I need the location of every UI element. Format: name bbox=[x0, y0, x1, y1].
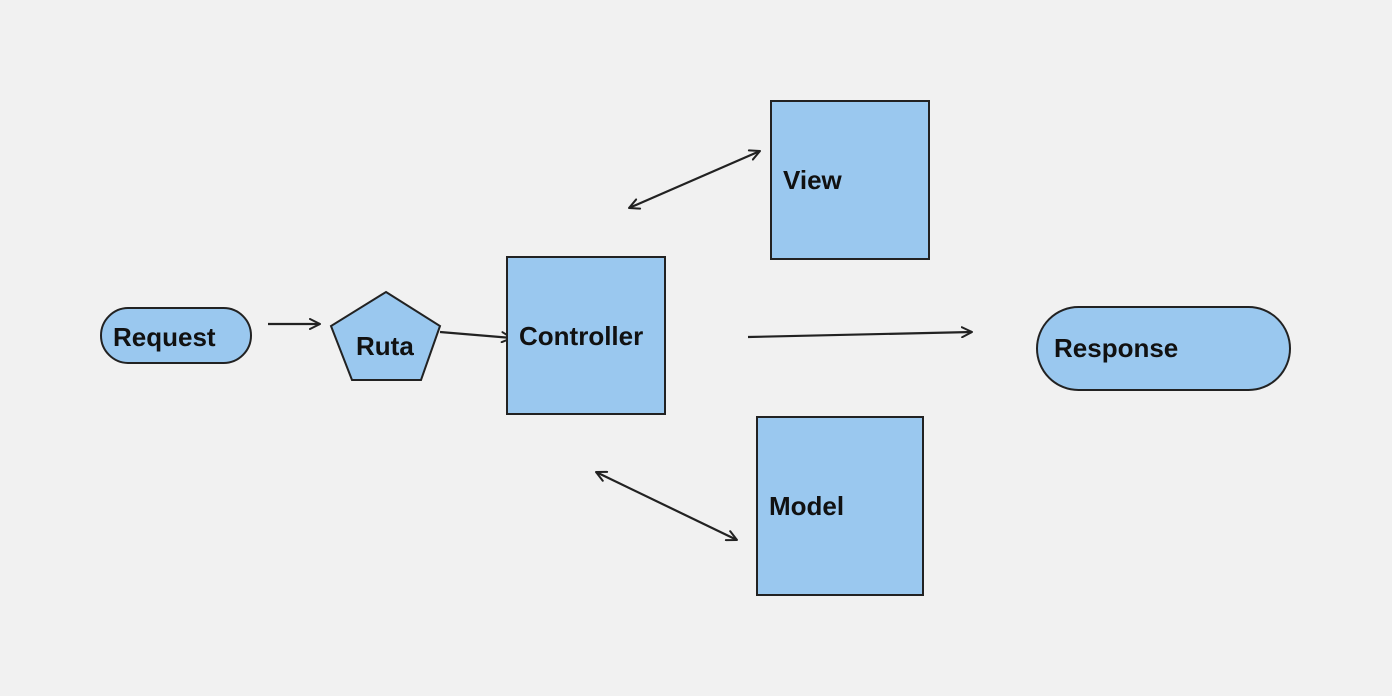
node-view[interactable]: View bbox=[770, 100, 930, 260]
node-request[interactable]: Request bbox=[100, 307, 252, 364]
node-ruta[interactable]: Ruta bbox=[329, 290, 442, 381]
edge-controller-view bbox=[628, 149, 761, 210]
controller-label: Controller bbox=[519, 321, 643, 351]
request-label: Request bbox=[113, 322, 216, 352]
request-shape bbox=[100, 307, 252, 364]
node-controller[interactable]: Controller bbox=[506, 256, 666, 415]
ruta-shape bbox=[329, 290, 442, 381]
view-label: View bbox=[783, 165, 843, 195]
node-response[interactable]: Response bbox=[1036, 306, 1291, 391]
model-shape bbox=[756, 416, 924, 596]
edge-controller-to-response bbox=[747, 326, 973, 339]
node-model[interactable]: Model bbox=[756, 416, 924, 596]
ruta-label: Ruta bbox=[356, 331, 414, 361]
controller-shape bbox=[506, 256, 666, 415]
model-label: Model bbox=[769, 491, 844, 521]
edge-controller-model bbox=[595, 470, 738, 542]
view-shape bbox=[770, 100, 930, 260]
edge-ruta-to-controller bbox=[439, 330, 513, 344]
response-label: Response bbox=[1054, 333, 1178, 363]
response-shape bbox=[1036, 306, 1291, 391]
